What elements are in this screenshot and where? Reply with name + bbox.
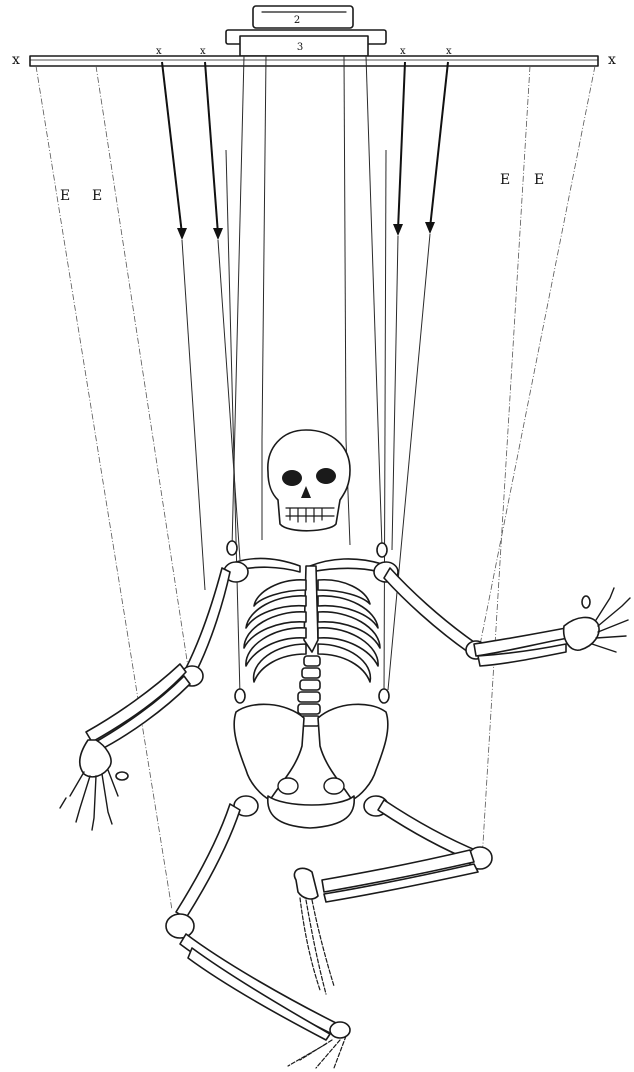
forearm-left bbox=[86, 664, 186, 742]
string-hand-left-a bbox=[162, 62, 182, 234]
string-mark-4: x bbox=[446, 46, 452, 57]
leg-left bbox=[166, 796, 350, 1068]
main-control-bar bbox=[30, 56, 598, 66]
arm-left bbox=[60, 568, 230, 830]
string-hip-right bbox=[384, 150, 386, 698]
string-letter-e-4: E bbox=[534, 172, 544, 188]
string-letter-e-1: E bbox=[60, 188, 70, 204]
skull bbox=[268, 430, 350, 531]
hand-right bbox=[564, 588, 630, 652]
string-head-left bbox=[262, 56, 266, 440]
string-outer-right-a bbox=[480, 66, 595, 645]
string-shoulder-right bbox=[366, 56, 382, 548]
string-shoulder-left bbox=[232, 56, 244, 548]
tibia-left bbox=[180, 934, 338, 1034]
humerus-left bbox=[186, 568, 230, 672]
string-hip-left bbox=[226, 150, 240, 695]
femur-left bbox=[176, 804, 240, 918]
bar-end-left-mark: x bbox=[12, 52, 20, 68]
crossbar-top-number: 2 bbox=[294, 15, 300, 26]
crossbar-middle-number: 3 bbox=[297, 42, 303, 53]
string-outer-left-b bbox=[96, 66, 190, 680]
skeleton bbox=[60, 430, 630, 1068]
string-mark-1: x bbox=[156, 46, 162, 57]
bar-end-right-mark: x bbox=[608, 52, 616, 68]
string-mark-2: x bbox=[200, 46, 206, 57]
string-letter-e-2: E bbox=[92, 188, 102, 204]
hand-left bbox=[60, 740, 128, 830]
string-head-right bbox=[344, 56, 346, 440]
string-letter-e-3: E bbox=[500, 172, 510, 188]
humerus-right bbox=[384, 568, 474, 652]
controller: 2 3 x x x x x x bbox=[12, 6, 616, 68]
string-hand-left-b bbox=[205, 62, 218, 234]
sternum bbox=[304, 566, 318, 652]
clavicle-right bbox=[310, 559, 382, 572]
string-hand-right-a bbox=[398, 62, 405, 230]
string-hand-right-b bbox=[430, 62, 448, 228]
arm-right bbox=[384, 568, 630, 666]
crossbar-top bbox=[253, 6, 353, 28]
string-mark-3: x bbox=[400, 46, 406, 57]
